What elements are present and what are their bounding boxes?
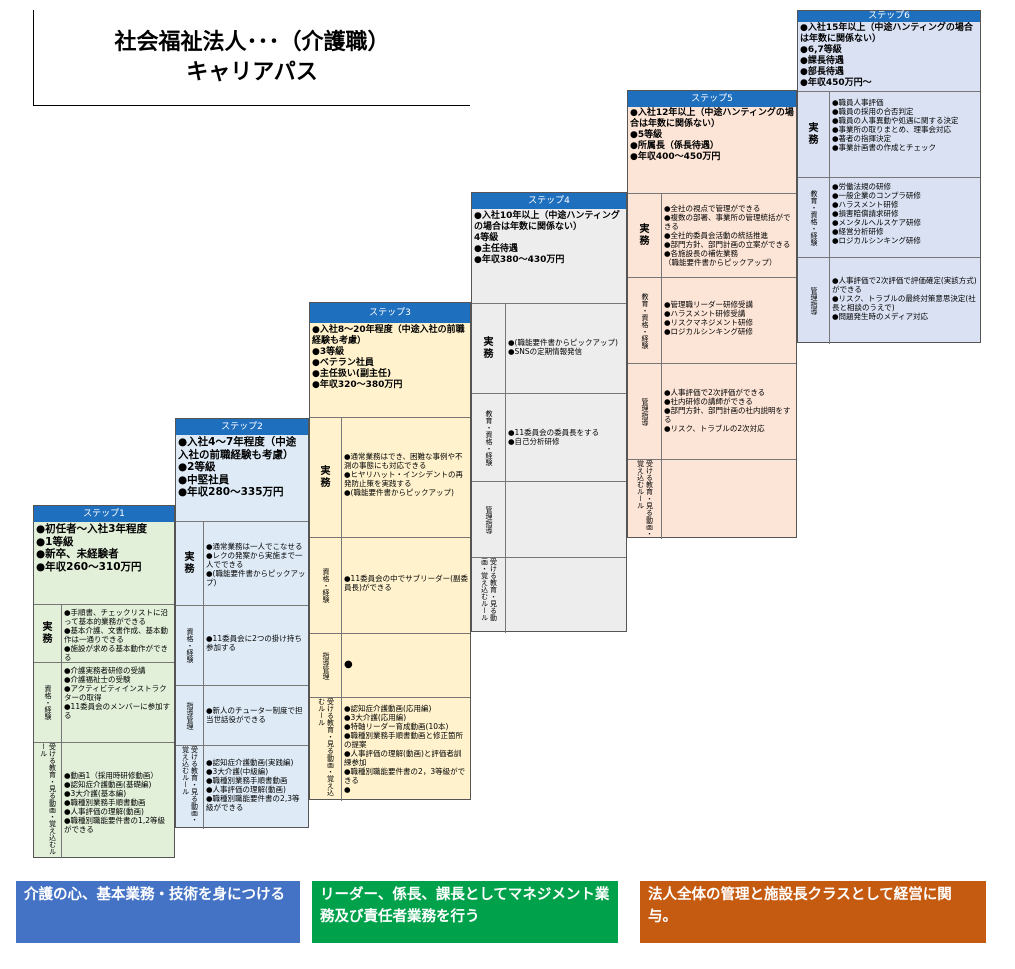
step-5-header: ステップ5 [628,91,796,107]
step-2-row-management: 指導管理 ●新人のチューター制度で担当世話役ができる [176,685,308,745]
step-2-header: ステップ2 [176,419,308,435]
step-1-row-qualification: 資格・経験 ●介護実務者研修の受講●介護福祉士の受験●アクティビティインストラク… [34,662,174,742]
step-5-row-management: 管理指導 ●人事評価で2次評価ができる●社内研修の講師ができる●部門方針、部門計… [628,363,796,459]
step-3-header: ステップ3 [310,303,470,323]
step-4-row-education: 教育・資格・経験 ●11委員会の委員長をする●自己分析研修 [472,393,626,481]
bottom-box-management: リーダー、係長、課長としてマネジメント業務及び責任者業務を行う [312,881,618,943]
step-4-row-rules: 受ける教育・見る動画・覚え込むルール [472,557,626,633]
step-4-row-practice: 実務 ●(職能要件書からピックアップ)●SNSの定期情報発信 [472,303,626,393]
step-2-row-practice: 実務 ●通常業務は一人でこなせる●レクの発案から実施まで一人でできる●(職能要件… [176,521,308,605]
step-5: ステップ5 ●入社12年以上（中途ハンティングの場合は年数に関係ない）●5等級●… [627,90,797,539]
bottom-box-basic: 介護の心、基本業務・技術を身につける [16,881,300,943]
step-3-row-management: 指導管理 ● [310,633,470,697]
step-6-summary: ●入社15年以上（中途ハンティングの場合は年数に関係ない）●6,7等級●課長待遇… [800,23,973,88]
step-6: ステップ6 ●入社15年以上（中途ハンティングの場合は年数に関係ない）●6,7等… [797,10,981,344]
step-6-row-management: 管理指導 ●人事評価で2次評価で評価確定(実該方式)ができる●リスク、トラブルの… [798,257,980,344]
step-3-row-education: 受ける教育・見る動画・覚え込むルール ●認知症介護動画(応用編)●3大介護(応用… [310,697,470,801]
step-3-row-practice: 実務 ●通常業務はでき、困難な事例や不測の事態にも対応できる●ヒヤリハット・イン… [310,417,470,537]
step-6-row-practice: 実務 ●職員人事評価●職員の採用の合否判定●職員の人事異動や処遇に関する決定●事… [798,91,980,177]
step-3-summary: ●入社8～20年程度（中途入社の前職経験も考慮）●3等級●ベテラン社員●主任扱い… [312,325,465,390]
title-line-1: 社会福祉法人･･･（介護職） [114,29,390,55]
step-1-row-education: 受ける教育・見る動画・覚え込むルール ●動画1（採用時研修動画）●認知症介護動画… [34,742,174,858]
step-1: ステップ1 ●初任者～入社3年程度●1等級●新卒、未経験者●年収260～310万… [33,505,175,858]
step-1-summary: ●初任者～入社3年程度●1等級●新卒、未経験者●年収260～310万円 [36,523,147,573]
step-5-row-practice: 実務 ●全社の視点で管理ができる●複数の部署、事業所の管理統括ができる●全社的委… [628,193,796,277]
step-1-row-practice: 実務 ●手順書、チェックリストに沿って基本的業務ができる●基本介護、文書作成、基… [34,604,174,662]
title-line-2: キャリアパス [186,59,318,85]
step-2: ステップ2 ●入社4～7年程度（中途入社の前職経験も考慮）●2等級●中堅社員●年… [175,418,309,829]
step-5-summary: ●入社12年以上（中途ハンティングの場合は年数に関係ない）●5等級●所属長（係長… [630,108,794,162]
step-4-header: ステップ4 [472,193,626,209]
step-3: ステップ3 ●入社8～20年程度（中途入社の前職経験も考慮）●3等級●ベテラン社… [309,302,471,801]
step-5-row-education: 教育・資格・経験 ●管理職リーダー研修受講●ハラスメント研修受講●リスクマネジメ… [628,277,796,363]
step-5-row-rules: 受ける教育・見る動画・覚え込むルール [628,459,796,539]
step-2-summary: ●入社4～7年程度（中途入社の前職経験も考慮）●2等級●中堅社員●年収280～3… [178,436,297,498]
step-3-row-qualification: 資格・経験 ●11委員会の中でサブリーダー(副委員長)ができる [310,537,470,633]
bottom-box-executive: 法人全体の管理と施設長クラスとして経営に関与。 [640,881,986,943]
step-1-header: ステップ1 [34,506,174,522]
step-2-row-education: 受ける教育・見る動画・覚え込むルール ●認知症介護動画(実践編)●3大介護(中級… [176,745,308,829]
title-box: 社会福祉法人･･･（介護職） キャリアパス [33,10,470,106]
step-6-header: ステップ6 [798,11,980,22]
step-4-row-management: 管理指導 [472,481,626,557]
step-4: ステップ4 ●入社10年以上（中途ハンティングの場合は年数に関係ない）4等級●主… [471,192,627,633]
step-6-row-education: 教育・資格・経験 ●労働法規の研修●一般企業のコンプラ研修●ハラスメント研修●損… [798,177,980,257]
step-4-summary: ●入社10年以上（中途ハンティングの場合は年数に関係ない）4等級●主任待遇●年収… [474,211,620,265]
step-2-row-qualification: 資格・経験 ●11委員会に2つの掛け持ち参加する [176,605,308,685]
